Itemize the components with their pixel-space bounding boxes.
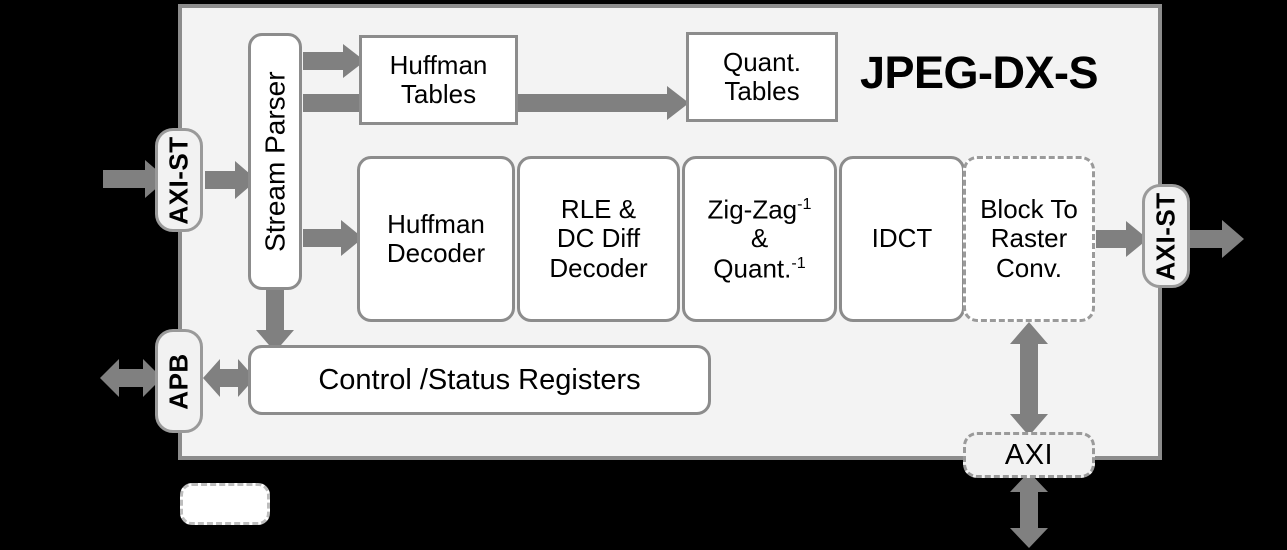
block-stream-parser[interactable]: Stream Parser [248,33,302,290]
arrow-apb-external [100,359,162,397]
arrow-parser-to-huffman-decoder [303,220,363,256]
block-stream-parser-label: Stream Parser [259,71,291,252]
block-rle-dc-diff-decoder[interactable]: RLE & DC Diff Decoder [517,156,680,322]
block-zigzag-line1-superscript: -1 [797,194,812,213]
block-huffman-tables-line2: Tables [400,79,477,109]
port-axi-memory[interactable]: AXI [963,432,1095,478]
port-axi-memory-label: AXI [1004,438,1054,471]
arrow-axi-external [1010,472,1048,548]
block-zigzag-line1: Zig-Zag-1 [708,195,812,225]
block-idct-label: IDCT [871,223,933,254]
port-apb-label: APB [163,352,194,410]
block-csr-label: Control /Status Registers [318,363,641,396]
block-raster-line1: Block To [980,194,1078,225]
block-quant-tables-line2: Tables [724,76,800,106]
arrow-raster-to-out-port [1096,221,1148,257]
port-axi-st-in[interactable]: AXI-ST [155,128,203,232]
arrow-apb-to-csr [203,359,255,397]
block-huffman-tables[interactable]: Huffman Tables [359,35,518,125]
block-rle-line3: Decoder [549,252,648,283]
block-quant-tables-line1: Quant. [722,46,802,77]
block-huffman-tables-line1: Huffman [389,49,488,80]
arrow-parser-to-huffman-tables [303,44,365,78]
legend-dashed-box [180,483,270,525]
arrow-raster-to-axi [1010,322,1048,436]
block-zigzag-line2: & [750,223,769,254]
block-zigzag-line3-superscript: -1 [791,253,806,272]
port-axi-st-out[interactable]: AXI-ST [1142,184,1190,288]
arrow-parser-to-csr [256,288,294,352]
block-zigzag-line3: Quant.-1 [713,254,805,284]
port-axi-st-in-label: AXI-ST [163,135,194,225]
block-zigzag-line1-base: Zig-Zag [707,194,798,225]
block-idct[interactable]: IDCT [839,156,965,322]
arrow-external-out [1188,220,1244,258]
block-huffman-decoder[interactable]: Huffman Decoder [357,156,515,322]
block-zigzag-dequant[interactable]: Zig-Zag-1 & Quant.-1 [682,156,837,322]
block-huffman-decoder-line2: Decoder [386,238,486,268]
arrow-external-in [103,160,167,198]
port-apb[interactable]: APB [155,329,203,433]
block-block-to-raster-conv[interactable]: Block To Raster Conv. [963,156,1095,322]
block-raster-line2: Raster [990,223,1068,254]
block-quant-tables[interactable]: Quant. Tables [686,32,838,122]
block-huffman-decoder-line1: Huffman [387,208,485,239]
block-control-status-registers[interactable]: Control /Status Registers [248,345,711,415]
arrow-port-to-parser [205,161,257,199]
page-title: JPEG-DX-S [860,47,1099,98]
block-zigzag-line3-base: Quant. [713,253,792,284]
block-rle-line1: RLE & [560,194,637,225]
port-axi-st-out-label: AXI-ST [1150,191,1181,281]
block-raster-line3: Conv. [996,252,1062,283]
block-rle-line2: DC Diff [556,223,641,254]
